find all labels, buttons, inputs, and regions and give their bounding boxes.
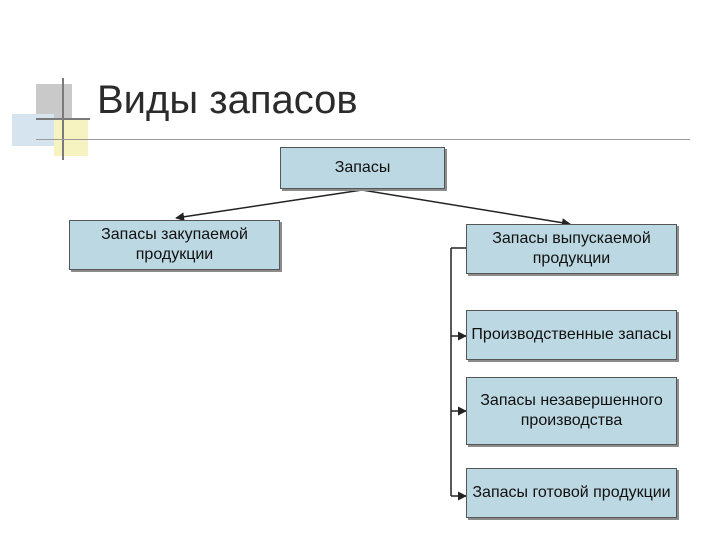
decor-horizontal-line [36, 118, 90, 120]
node-finished: Запасы готовой продукции [466, 468, 677, 518]
node-production: Производственные запасы [466, 310, 677, 360]
node-purchased: Запасы закупаемой продукции [69, 220, 280, 270]
arrow-root-to-purchased [175, 189, 363, 222]
node-wip: Запасы незавершенного производства [466, 377, 677, 445]
node-produced: Запасы выпускаемой продукции [466, 224, 677, 274]
page-title: Виды запасов [97, 78, 358, 122]
decor-square-yellow [54, 118, 88, 156]
arrow-root-to-produced [361, 189, 571, 228]
title-divider [36, 139, 690, 140]
decor-square-gray [36, 84, 72, 118]
node-root: Запасы [280, 147, 445, 189]
